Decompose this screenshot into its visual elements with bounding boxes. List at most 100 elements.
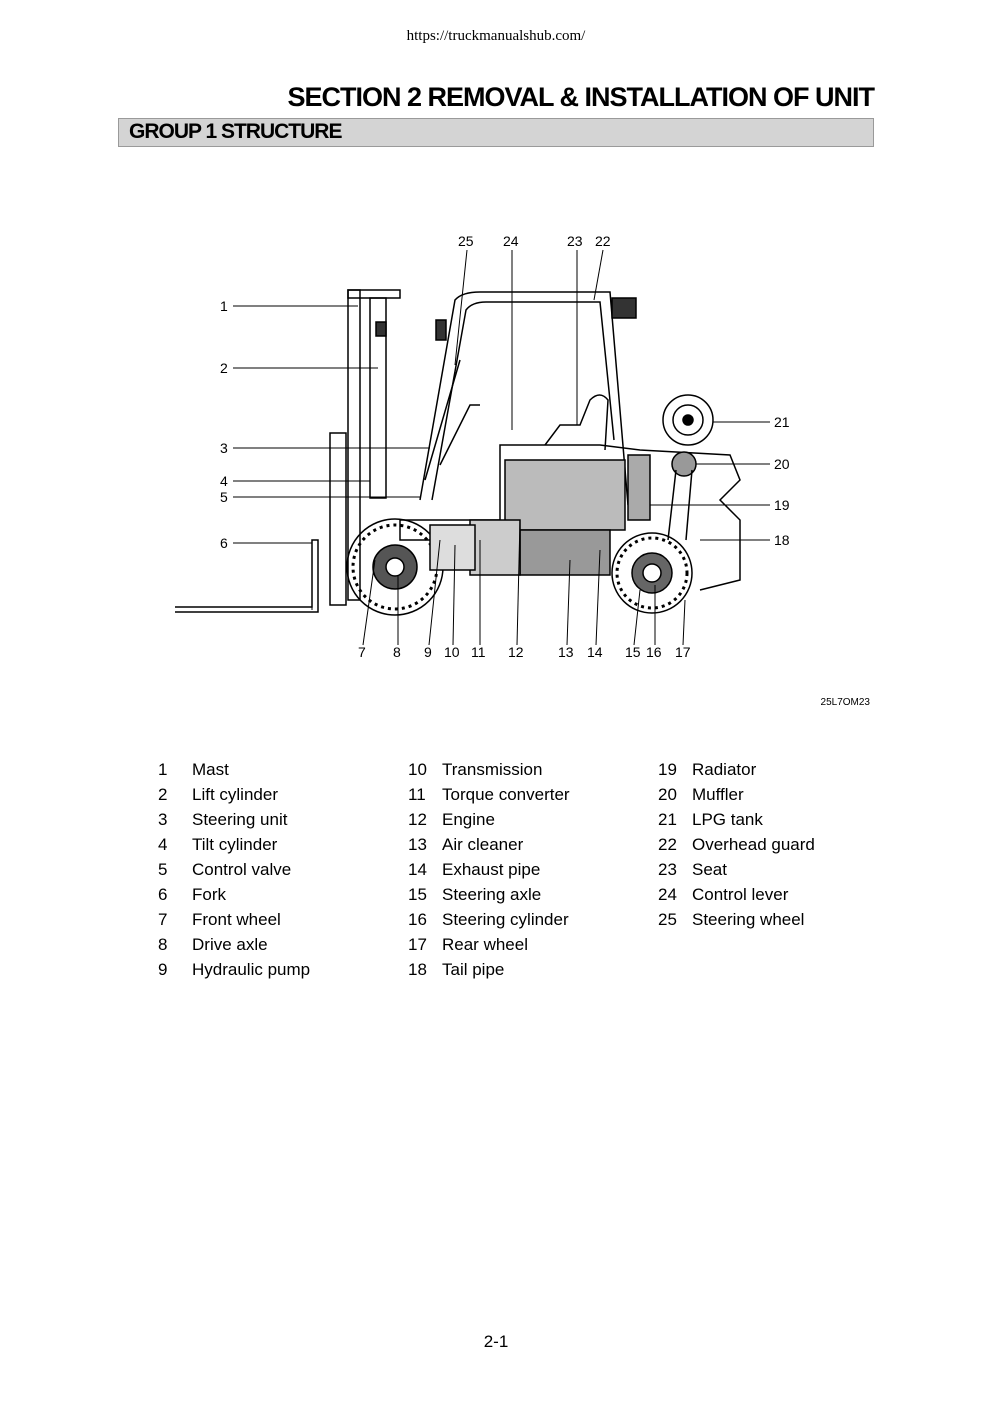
callout-9: 9 [424, 644, 432, 660]
fork-drawing [175, 539, 319, 613]
legend-item-number: 23 [658, 860, 677, 879]
legend-item-number: 22 [658, 835, 677, 854]
legend-item-label: Fork [192, 885, 226, 904]
legend-item: 18 Tail pipe [404, 957, 654, 982]
seat-drawing [544, 394, 609, 451]
callout-20: 20 [774, 456, 790, 472]
legend-item-label: Transmission [442, 760, 543, 779]
legend-item: 4 Tilt cylinder [154, 832, 404, 857]
legend-item: 16 Steering cylinder [404, 907, 654, 932]
callout-22: 22 [595, 233, 611, 249]
callout-3: 3 [220, 440, 228, 456]
legend-item-number: 21 [658, 810, 677, 829]
legend-item: 21 LPG tank [654, 807, 904, 832]
legend-item-label: Control lever [692, 885, 789, 904]
legend-item: 8 Drive axle [154, 932, 404, 957]
callout-1: 1 [220, 298, 228, 314]
legend-item: 6 Fork [154, 882, 404, 907]
callout-24: 24 [503, 233, 519, 249]
legend-item-label: Engine [442, 810, 495, 829]
radiator-drawing [627, 454, 651, 521]
legend-item-label: Steering wheel [692, 910, 805, 929]
legend-item-number: 7 [158, 910, 168, 929]
legend-item: 11 Torque converter [404, 782, 654, 807]
legend-item-number: 15 [408, 885, 427, 904]
legend-item-number: 18 [408, 960, 427, 979]
legend-item-number: 4 [158, 835, 168, 854]
legend-item-label: Tail pipe [442, 960, 505, 979]
legend-item: 5 Control valve [154, 857, 404, 882]
legend-item-number: 16 [408, 910, 427, 929]
legend-item: 14 Exhaust pipe [404, 857, 654, 882]
callout-2: 2 [220, 360, 228, 376]
legend-item: 12 Engine [404, 807, 654, 832]
legend-item: 25 Steering wheel [654, 907, 904, 932]
forklift-structure-diagram: 1 2 3 4 5 6 7 8 9 10 11 12 13 14 15 16 1… [175, 233, 790, 660]
callout-16: 16 [646, 644, 662, 660]
legend-item-label: Rear wheel [442, 935, 528, 954]
legend-item-label: Front wheel [192, 910, 281, 929]
legend-item-number: 2 [158, 785, 168, 804]
callout-14: 14 [587, 644, 603, 660]
legend-item-number: 5 [158, 860, 168, 879]
section-title: SECTION 2 REMOVAL & INSTALLATION OF UNIT [287, 82, 875, 112]
callout-8: 8 [393, 644, 401, 660]
legend-item: 13 Air cleaner [404, 832, 654, 857]
callout-23: 23 [567, 233, 583, 249]
legend-item-number: 20 [658, 785, 677, 804]
lpg-tank-drawing [662, 394, 714, 446]
callout-6: 6 [220, 535, 228, 551]
legend-item-label: Muffler [692, 785, 744, 804]
legend-item-number: 12 [408, 810, 427, 829]
legend-item-number: 1 [158, 760, 168, 779]
legend-item-number: 19 [658, 760, 677, 779]
legend-item-label: LPG tank [692, 810, 763, 829]
callout-25: 25 [458, 233, 474, 249]
callout-18: 18 [774, 532, 790, 548]
callout-10: 10 [444, 644, 460, 660]
legend-item-label: Overhead guard [692, 835, 815, 854]
legend-item-number: 14 [408, 860, 427, 879]
legend-item-label: Drive axle [192, 935, 268, 954]
group-title: GROUP 1 STRUCTURE [129, 120, 342, 143]
callout-5: 5 [220, 489, 228, 505]
legend-item-number: 11 [408, 785, 426, 804]
legend-item-number: 8 [158, 935, 168, 954]
rear-wheel-drawing [611, 532, 693, 614]
legend-item-label: Steering unit [192, 810, 288, 829]
callout-4: 4 [220, 473, 228, 489]
group-title-bar: GROUP 1 STRUCTURE [118, 118, 874, 147]
legend-item-label: Exhaust pipe [442, 860, 541, 879]
legend-item-number: 25 [658, 910, 677, 929]
mast-drawing [347, 289, 361, 601]
legend-item-number: 24 [658, 885, 677, 904]
legend-item: 9 Hydraulic pump [154, 957, 404, 982]
legend-item-label: Torque converter [442, 785, 570, 804]
callout-15: 15 [625, 644, 641, 660]
legend-item-number: 9 [158, 960, 168, 979]
legend-item-label: Tilt cylinder [192, 835, 278, 854]
page-number: 2-1 [483, 1332, 509, 1351]
legend-item-number: 17 [408, 935, 427, 954]
legend-item-label: Steering cylinder [442, 910, 569, 929]
callout-12: 12 [508, 644, 524, 660]
legend-item: 20 Muffler [654, 782, 904, 807]
overhead-guard-drawing [419, 291, 629, 506]
legend-item-label: Air cleaner [442, 835, 524, 854]
legend-item-number: 6 [158, 885, 168, 904]
legend-item: 17 Rear wheel [404, 932, 654, 957]
legend-item: 24 Control lever [654, 882, 904, 907]
callout-19: 19 [774, 497, 790, 513]
legend-item-number: 13 [408, 835, 427, 854]
legend-item-label: Hydraulic pump [192, 960, 311, 979]
legend-item: 7 Front wheel [154, 907, 404, 932]
carriage-drawing [329, 432, 347, 606]
legend-item-number: 3 [158, 810, 168, 829]
legend-item-label: Control valve [192, 860, 292, 879]
callout-21: 21 [774, 414, 790, 430]
